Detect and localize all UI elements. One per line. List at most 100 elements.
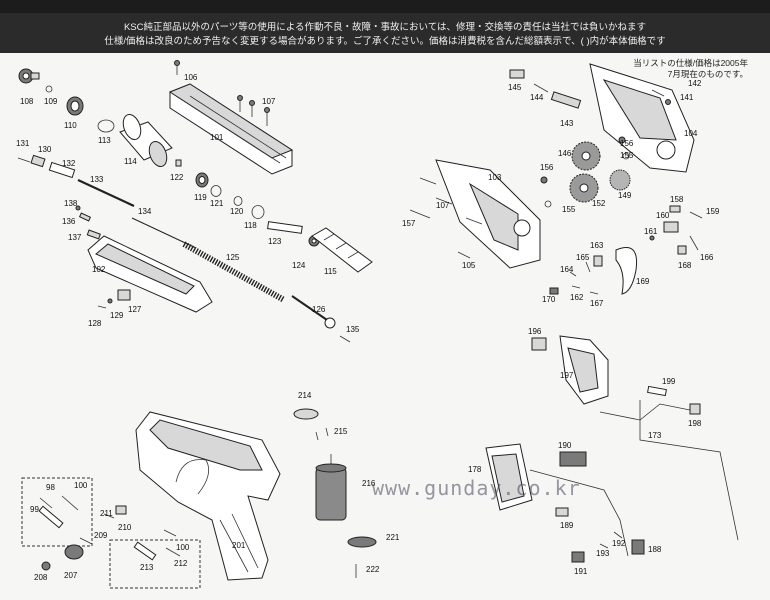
part-100-pin	[61, 495, 79, 511]
label-155b: 155	[562, 205, 576, 214]
part-128	[97, 305, 107, 309]
label-211: 211	[100, 509, 113, 518]
label-99: 99	[30, 505, 39, 514]
part-130-131	[17, 154, 46, 168]
label-221: 221	[386, 533, 400, 542]
part-110	[66, 96, 84, 116]
part-143	[550, 91, 582, 109]
label-105: 105	[462, 261, 476, 270]
part-166	[689, 235, 699, 251]
header-band	[0, 0, 770, 13]
label-121: 121	[210, 199, 224, 208]
label-163: 163	[590, 241, 604, 250]
part-126	[291, 295, 331, 323]
label-108: 108	[20, 97, 34, 106]
label-168: 168	[678, 261, 692, 270]
label-159: 159	[706, 207, 720, 216]
label-133: 133	[90, 175, 104, 184]
part-156-b	[540, 176, 548, 184]
part-155-b	[544, 200, 552, 208]
label-134: 134	[138, 207, 152, 216]
part-141	[665, 99, 671, 105]
label-115: 115	[324, 267, 337, 276]
label-114: 114	[124, 157, 137, 166]
part-188	[631, 539, 645, 555]
part-215-a	[315, 431, 319, 441]
part-173-wire	[599, 403, 701, 421]
part-159	[689, 211, 703, 219]
label-138: 138	[64, 199, 78, 208]
label-141: 141	[680, 93, 694, 102]
part-138	[75, 205, 81, 211]
label-207: 207	[64, 571, 78, 580]
part-127	[117, 289, 131, 301]
part-191	[571, 551, 585, 563]
part-125-spring	[182, 241, 286, 303]
part-134	[131, 217, 197, 249]
part-167	[589, 291, 599, 295]
label-106: 106	[184, 73, 198, 82]
label-123: 123	[268, 237, 282, 246]
part-213	[133, 541, 157, 561]
part-210	[115, 505, 127, 515]
label-156b: 156	[540, 163, 554, 172]
label-119: 119	[194, 193, 207, 202]
label-199: 199	[662, 377, 676, 386]
label-161: 161	[644, 227, 658, 236]
part-160	[663, 221, 679, 233]
part-209	[79, 537, 93, 545]
label-198: 198	[688, 419, 702, 428]
label-166: 166	[700, 253, 714, 262]
part-105	[457, 251, 471, 259]
label-164: 164	[560, 265, 574, 274]
label-104: 104	[684, 129, 698, 138]
label-145: 145	[508, 83, 522, 92]
part-198	[689, 403, 701, 415]
part-214	[293, 408, 319, 420]
label-216: 216	[362, 479, 376, 488]
part-98-pin	[39, 497, 53, 509]
part-192	[613, 531, 623, 539]
label-152: 152	[592, 199, 606, 208]
part-100b-pin	[163, 529, 177, 537]
label-103: 103	[488, 173, 502, 182]
part-106	[174, 60, 180, 75]
part-114-cylinder	[119, 113, 173, 168]
part-144	[533, 83, 549, 93]
part-193	[599, 543, 609, 549]
label-102: 102	[92, 265, 106, 274]
part-132	[48, 161, 76, 179]
part-149-gear	[609, 169, 631, 191]
label-165: 165	[576, 253, 590, 262]
part-199	[647, 385, 667, 397]
label-120: 120	[230, 207, 244, 216]
part-221	[347, 536, 377, 548]
label-213: 213	[140, 563, 154, 572]
label-210: 210	[118, 523, 132, 532]
part-163	[593, 255, 603, 267]
part-146-gear	[571, 141, 601, 171]
part-122	[175, 159, 182, 167]
part-115-piston	[311, 227, 373, 273]
part-107-gearbox-screws	[409, 177, 483, 225]
part-108	[18, 68, 40, 84]
label-158: 158	[670, 195, 684, 204]
part-104-gearbox-right	[589, 63, 695, 173]
label-222: 222	[366, 565, 380, 574]
part-201-frame	[135, 411, 281, 581]
label-143: 143	[560, 119, 574, 128]
part-165	[585, 261, 591, 273]
label-188: 188	[648, 545, 662, 554]
label-118: 118	[244, 221, 257, 230]
part-102-frame	[87, 235, 213, 313]
part-162	[571, 285, 581, 289]
part-121	[210, 185, 222, 197]
label-212: 212	[174, 559, 188, 568]
label-178: 178	[468, 465, 482, 474]
label-196: 196	[528, 327, 542, 336]
part-189	[555, 507, 569, 517]
label-215: 215	[334, 427, 348, 436]
part-156-a	[618, 136, 626, 144]
part-118	[251, 205, 265, 219]
label-189: 189	[560, 521, 574, 530]
